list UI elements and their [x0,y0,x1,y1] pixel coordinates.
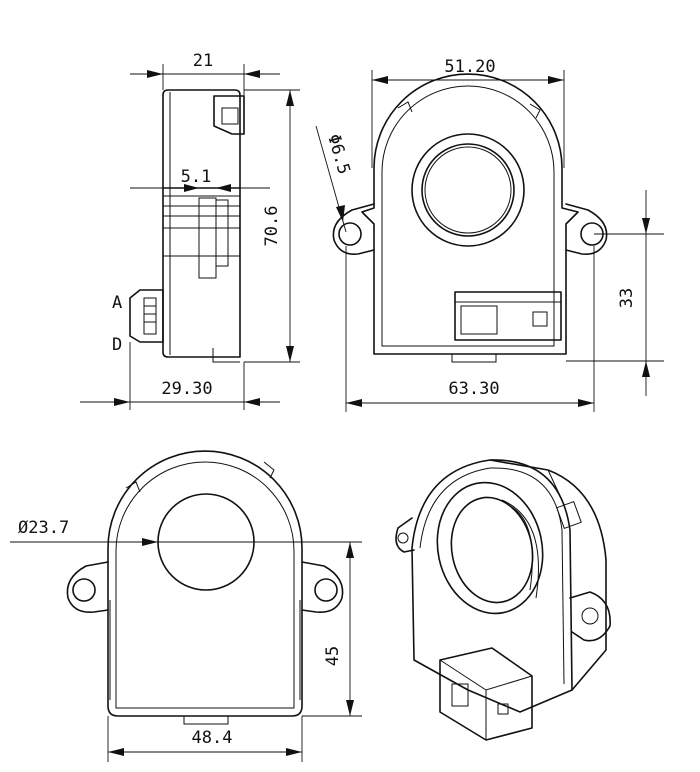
side-depth-label: 5.1 [181,167,212,187]
side-width-label: 21 [193,51,213,71]
side-height-label: 70.6 [262,206,282,247]
rear-bore-label: Ø23.7 [18,518,69,538]
front-ear-height-label: 33 [617,288,637,308]
rear-width-label: 48.4 [192,728,233,748]
rear-height-label: 45 [323,646,343,666]
side-overall-width-label: 29.30 [161,379,212,399]
pin-a-label: A [112,293,122,313]
front-ear-spacing-label: 63.30 [448,379,499,399]
rear-view: Ø23.7 45 48.4 [10,450,362,762]
pin-d-label: D [112,335,122,355]
front-body-width-label: 51.20 [444,57,495,77]
front-view: 51.20 Φ6.5 63.30 33 [315,57,664,412]
front-hole-label: Φ6.5 [323,132,354,177]
side-view: 21 5.1 70.6 29.30 A D [80,51,300,410]
iso-view [395,459,611,741]
